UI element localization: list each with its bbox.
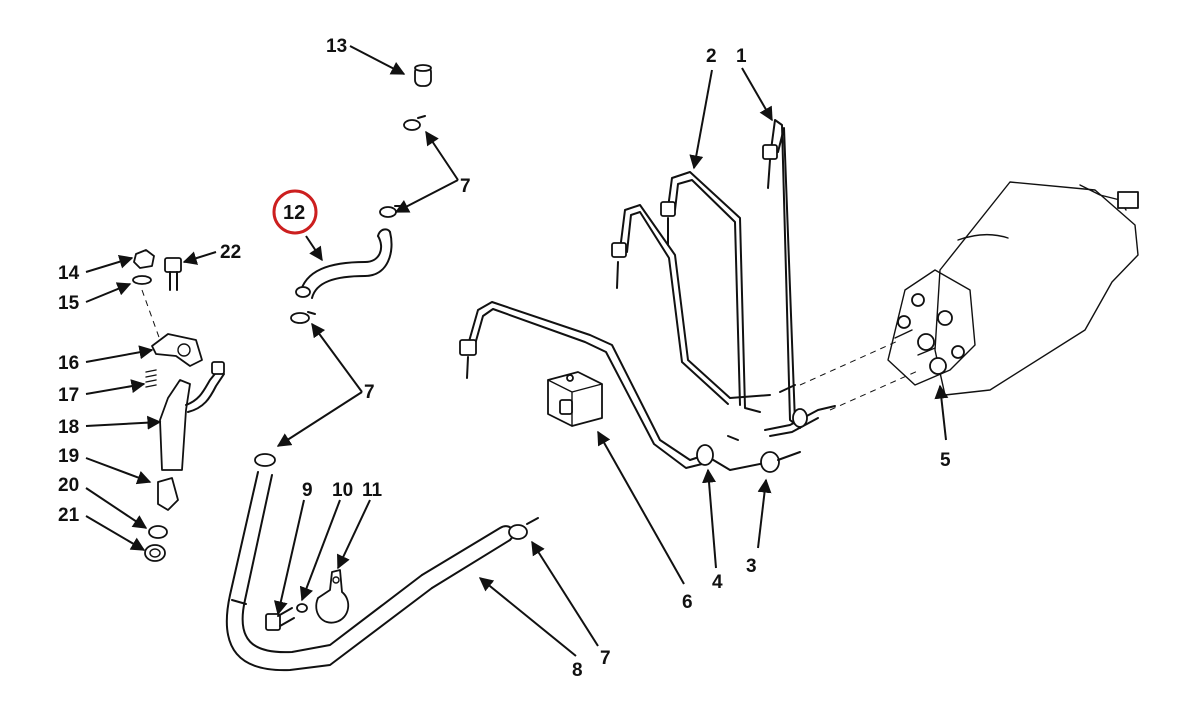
- callout-labels: 1 2 3 4 5 6 7 7 7 8 9 10 11 12 13 14 15 …: [58, 36, 951, 681]
- fuel-line-outer: [611, 204, 771, 405]
- hose-clamp-lower: [290, 311, 316, 324]
- spring-17: [145, 369, 157, 388]
- fitting-13: [414, 64, 432, 87]
- leader-lines: [85, 45, 949, 657]
- callout-15: 15: [58, 293, 80, 314]
- callout-8: 8: [572, 660, 583, 681]
- clamp-11: [315, 569, 350, 624]
- callout-7-lower: 7: [600, 648, 611, 669]
- injector-18: [159, 361, 225, 471]
- seal-21: [144, 544, 166, 562]
- callout-7-middle: 7: [364, 382, 375, 403]
- callout-7-upper: 7: [460, 176, 471, 197]
- seal-20: [148, 525, 168, 539]
- callout-13: 13: [326, 36, 347, 57]
- fuel-line-3: [760, 339, 921, 473]
- callout-5: 5: [940, 450, 951, 471]
- fuel-line-2: [660, 171, 761, 413]
- callout-11: 11: [362, 480, 383, 501]
- callout-3: 3: [746, 556, 757, 577]
- bolt-22: [164, 257, 182, 291]
- callout-2: 2: [706, 46, 717, 67]
- hose-clamp-top: [403, 115, 426, 131]
- callout-6: 6: [682, 592, 693, 613]
- callout-17: 17: [58, 385, 79, 406]
- return-hose: [225, 453, 539, 672]
- callout-18: 18: [58, 417, 79, 438]
- callout-10: 10: [332, 480, 353, 501]
- washer-15: [132, 275, 152, 285]
- callout-22: 22: [220, 242, 241, 263]
- callout-14: 14: [58, 263, 80, 284]
- callout-12-highlight-ring: [272, 189, 318, 235]
- fuel-line-4: [459, 301, 771, 471]
- callout-19: 19: [58, 446, 79, 467]
- callout-9: 9: [302, 480, 313, 501]
- callout-16: 16: [58, 353, 79, 374]
- screw-9: [265, 607, 295, 631]
- callout-21: 21: [58, 505, 80, 526]
- callout-1: 1: [736, 46, 747, 67]
- bracket-clamp: [547, 371, 603, 427]
- callout-4: 4: [712, 572, 723, 593]
- clamp-16: [151, 333, 203, 367]
- fuel-line-1: [762, 119, 801, 429]
- callout-20: 20: [58, 475, 79, 496]
- fuel-hose-12: [295, 228, 393, 299]
- nut-14: [133, 249, 155, 269]
- callout-12: 12: [283, 202, 305, 224]
- nozzle-19: [157, 477, 179, 511]
- injection-pump: [887, 181, 1139, 396]
- washer-10: [296, 603, 308, 613]
